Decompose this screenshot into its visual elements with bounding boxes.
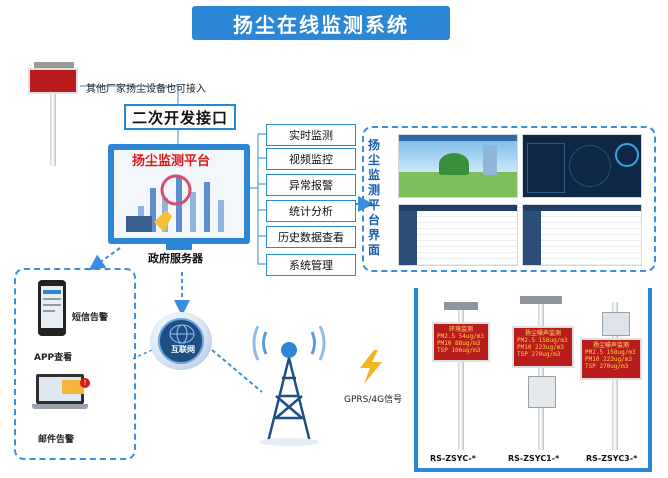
device-2-sign-line3: TSP 270ug/m3 <box>517 351 561 358</box>
device-3-sign: 扬尘噪声监测 PM2.5 158ug/m3 PM10 223ug/m3 TSP … <box>580 338 642 380</box>
monitor-stand <box>166 244 192 250</box>
internet-label: 互联网 <box>171 345 195 354</box>
devices-panel: 环境监测 PM2.5 54ug/m3 PM10 88ug/m3 TSP 106u… <box>414 288 652 472</box>
device-1-sign-title: 环境监测 <box>448 326 473 333</box>
ui-screenshot-table2 <box>522 204 642 266</box>
device-3-sign-line3: TSP 270ug/m3 <box>585 363 629 370</box>
menu-item-alarm: 异常报警 <box>266 174 356 196</box>
vendor-note: 其他厂家扬尘设备也可接入 <box>86 84 206 95</box>
device-3-sensor-icon <box>602 312 630 336</box>
device-1-sensor-icon <box>444 302 478 310</box>
device-1-sign-line3: TSP 106ug/m3 <box>437 347 481 354</box>
menu-item-statistics: 统计分析 <box>266 200 356 222</box>
app-view-label: APP查看 <box>34 353 73 363</box>
platform-ui-panel: 扬尘监测平台界面 <box>362 126 656 272</box>
secondary-interface-box: 二次开发接口 <box>124 104 236 130</box>
device-3-model: RS-ZSYC3-* <box>586 454 638 463</box>
device-1-sign-line2: PM10 88ug/m3 <box>437 340 481 347</box>
page-title: 扬尘在线监测系统 <box>192 6 450 40</box>
device-3-sign-title: 扬尘噪声监测 <box>592 342 629 349</box>
device-1-model: RS-ZSYC-* <box>430 454 476 463</box>
device-2-sign-line2: PM10 223ug/m3 <box>517 344 564 351</box>
sms-alert-label: 短信告警 <box>72 313 109 323</box>
device-1-sign: 环境监测 PM2.5 54ug/m3 PM10 88ug/m3 TSP 106u… <box>432 322 490 362</box>
ui-panel-label: 扬尘监测平台界面 <box>368 138 381 257</box>
bar-chart-icon <box>126 174 224 232</box>
menu-item-history: 历史数据查看 <box>266 226 356 248</box>
ui-screenshot-table1 <box>398 204 518 266</box>
network-label: GPRS/4G信号 <box>344 395 403 405</box>
globe-grid-icon <box>169 324 195 344</box>
device-2-model: RS-ZSYC1-* <box>508 454 560 463</box>
platform-title: 扬尘监测平台 <box>132 154 211 169</box>
device-2-sensor-icon <box>520 296 562 304</box>
device-2-sign-line1: PM2.5 158ug/m3 <box>517 337 568 344</box>
device-1-sign-line1: PM2.5 54ug/m3 <box>437 333 484 340</box>
device-2-sign: 扬尘噪声监测 PM2.5 158ug/m3 PM10 223ug/m3 TSP … <box>512 326 574 368</box>
device-3-sign-line2: PM10 223ug/m3 <box>585 356 632 363</box>
platform-monitor: 扬尘监测平台 <box>108 144 250 244</box>
device-2-sign-title: 扬尘噪声监测 <box>524 330 561 337</box>
server-label: 政府服务器 <box>148 252 203 265</box>
laptop-mail-icon: ! <box>32 374 90 418</box>
menu-item-realtime: 实时监测 <box>266 124 356 146</box>
lightning-icon <box>360 350 382 384</box>
mail-alert-label: 邮件告警 <box>38 435 75 445</box>
alerts-panel: 短信告警 APP查看 ! 邮件告警 <box>14 268 136 460</box>
device-3-sign-line1: PM2.5 158ug/m3 <box>585 349 636 356</box>
ui-screenshot-map <box>398 134 518 198</box>
signal-tower-icon <box>252 326 326 446</box>
menu-item-video: 视频监控 <box>266 148 356 170</box>
ui-screenshot-dashboard <box>522 134 642 198</box>
device-2-cabinet <box>528 376 556 408</box>
device-1-pole <box>458 310 464 450</box>
smartphone-icon <box>38 280 66 336</box>
vendor-device <box>26 62 82 166</box>
menu-item-system: 系统管理 <box>266 254 356 276</box>
internet-globe-icon: 互联网 <box>150 312 212 370</box>
